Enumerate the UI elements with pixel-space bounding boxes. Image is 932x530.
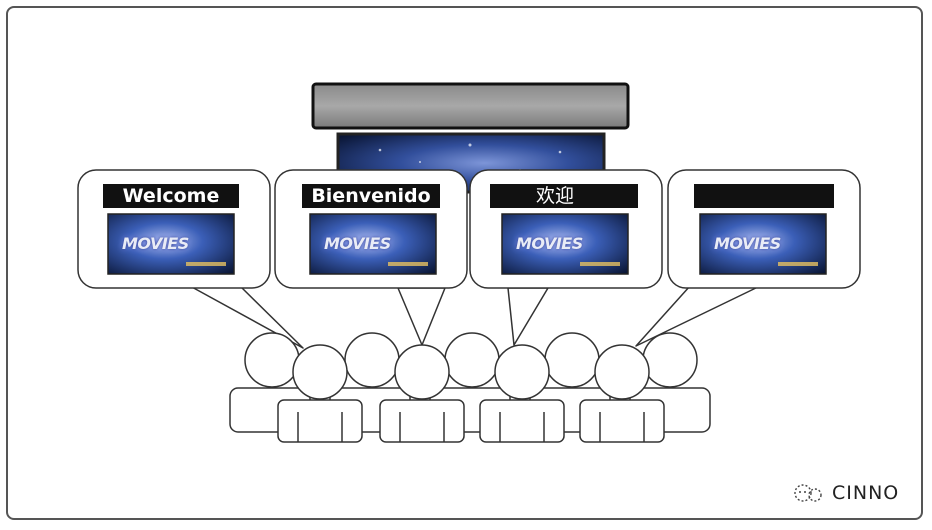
seat-front-4 — [579, 399, 665, 443]
head-back-1 — [244, 332, 300, 388]
head-back-3 — [444, 332, 500, 388]
head-front-2 — [394, 344, 450, 400]
movie-logo-2: MOVIES — [324, 234, 391, 253]
movie-logo-4: MOVIES — [714, 234, 781, 253]
seat-front-2 — [379, 399, 465, 443]
seat-front-1 — [277, 399, 363, 443]
seat-dividers — [297, 412, 645, 442]
pointer-2 — [397, 287, 446, 346]
greeting-label-chinese: 欢迎 — [490, 184, 638, 208]
head-back-5 — [642, 332, 698, 388]
greeting-label-blank — [694, 184, 834, 208]
audience-front-row — [277, 344, 665, 443]
watermark-text: CINNO — [832, 482, 900, 504]
movie-logo-1: MOVIES — [122, 234, 189, 253]
head-front-1 — [292, 344, 348, 400]
watermark: CINNO — [792, 480, 899, 506]
mini-screen-glints — [186, 262, 818, 266]
movie-logo-3: MOVIES — [516, 234, 583, 253]
head-back-2 — [344, 332, 400, 388]
projector-bar — [311, 82, 630, 130]
greeting-label-spanish: Bienvenido — [302, 184, 440, 208]
chat-bubble-icon — [794, 484, 822, 502]
head-back-4 — [544, 332, 600, 388]
head-front-4 — [594, 344, 650, 400]
head-front-3 — [494, 344, 550, 400]
pointer-3 — [507, 287, 549, 346]
greeting-label-english: Welcome — [103, 184, 239, 208]
seat-front-3 — [479, 399, 565, 443]
